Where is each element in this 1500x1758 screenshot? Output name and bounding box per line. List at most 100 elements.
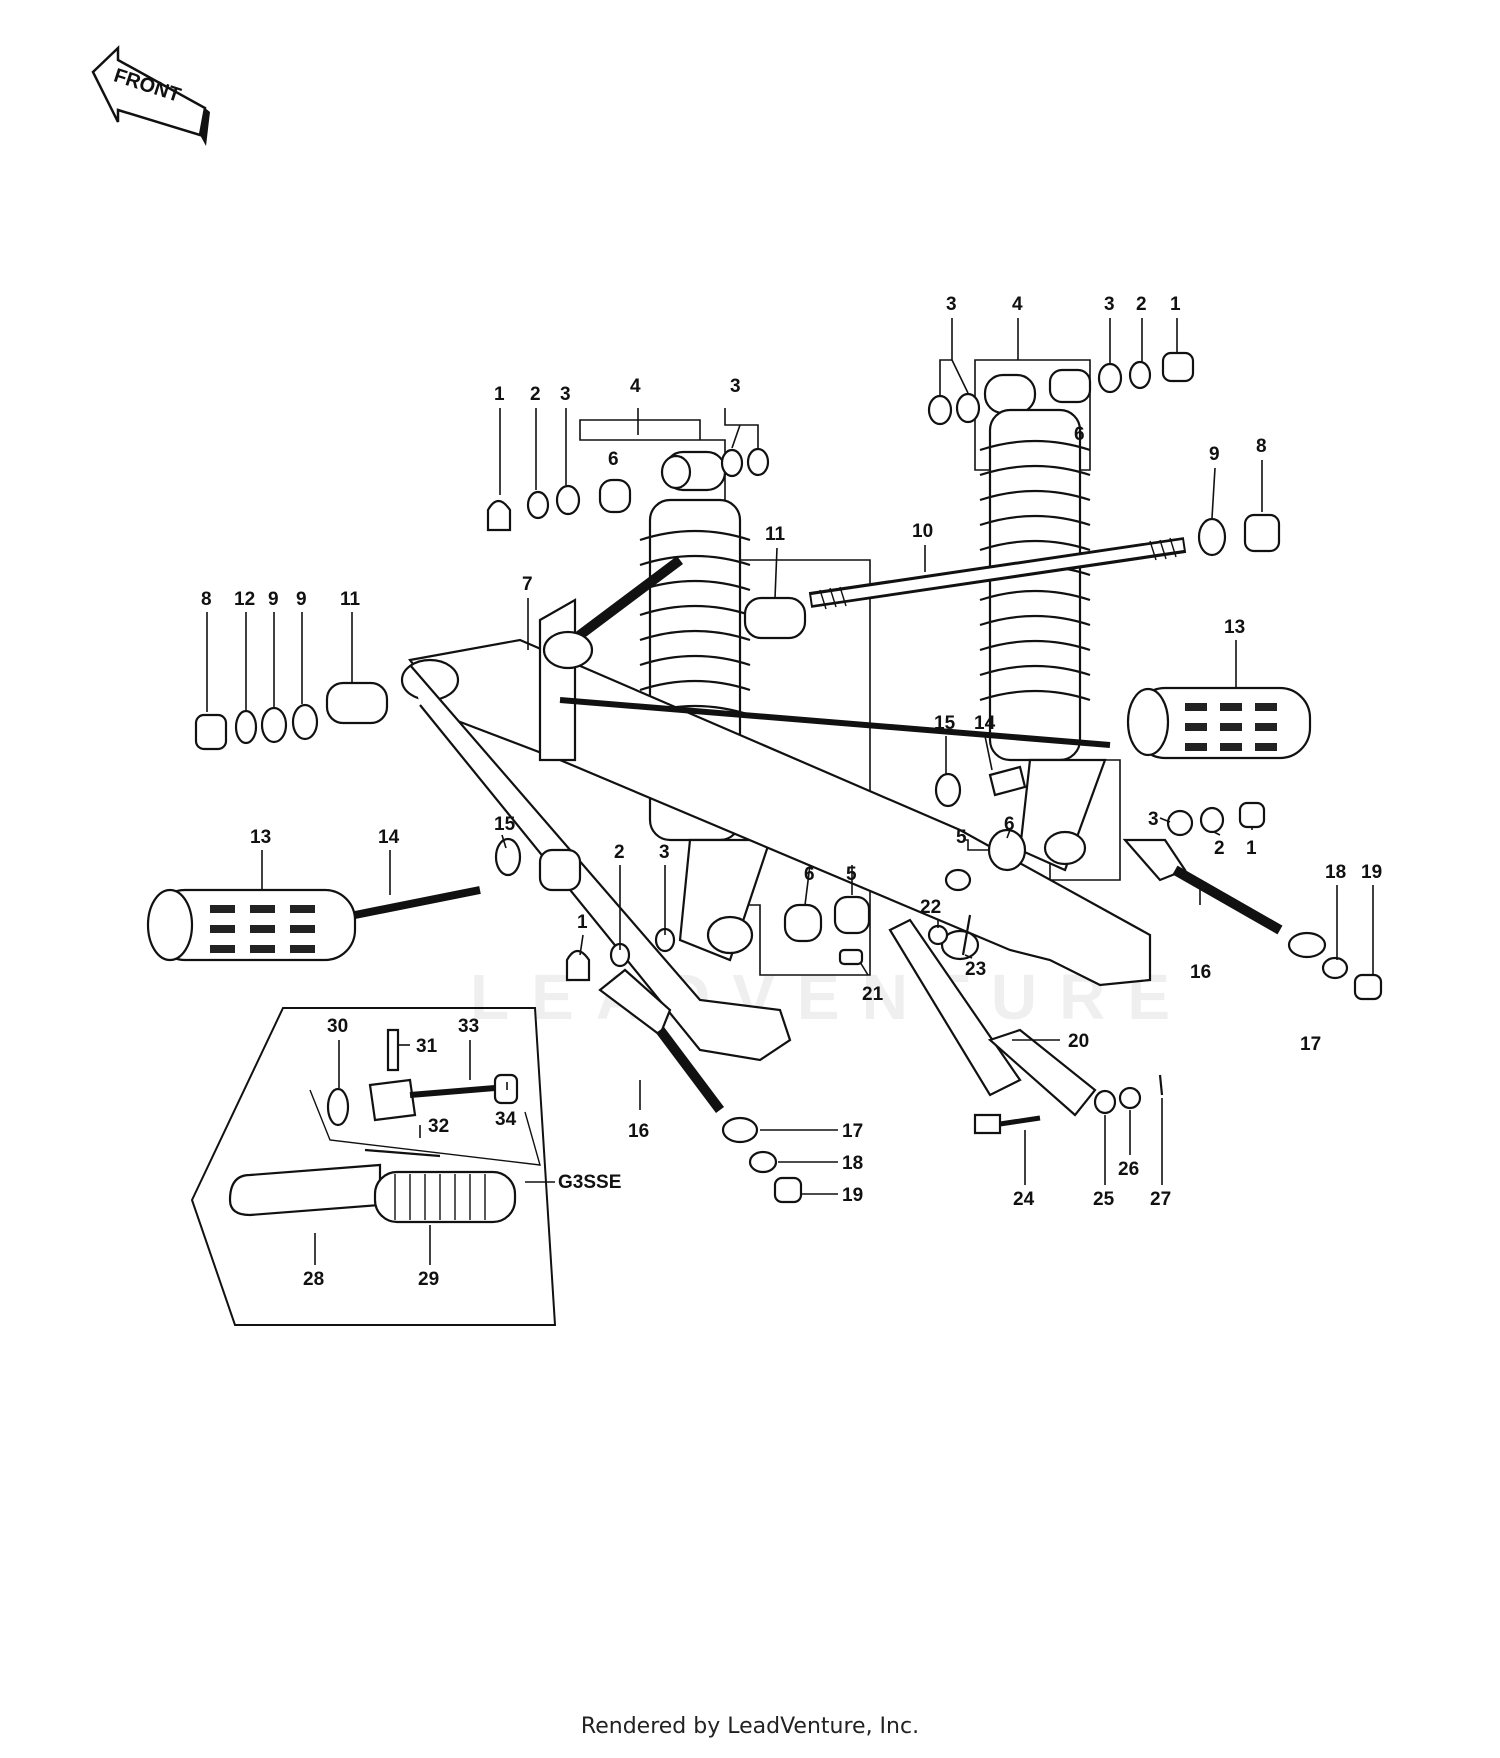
callout-17: 17 [1300, 1034, 1321, 1055]
callout-17: 17 [842, 1121, 863, 1142]
collar-icon [944, 868, 972, 892]
washer-icon [720, 448, 744, 478]
callout-3: 3 [659, 842, 670, 863]
callout-5: 5 [846, 864, 857, 885]
collar-icon [743, 596, 807, 640]
nut-icon [1161, 351, 1195, 383]
callout-2: 2 [1136, 294, 1147, 315]
callout-29: 29 [418, 1269, 439, 1290]
callout-9: 9 [296, 589, 307, 610]
callout-3: 3 [1104, 294, 1115, 315]
footrest-rubber-icon [373, 1170, 517, 1224]
washer-icon [260, 706, 288, 744]
callout-15: 15 [494, 814, 516, 835]
callout-34: 34 [495, 1109, 517, 1130]
nut-icon [1118, 1086, 1142, 1110]
right-shock-absorber [974, 359, 1121, 881]
cotter-pin-icon [1158, 1074, 1164, 1096]
torque-link [888, 918, 1022, 1097]
callout-1: 1 [577, 912, 588, 933]
washer-icon [1097, 362, 1123, 394]
bolt-icon [988, 765, 1027, 797]
callout-28: 28 [303, 1269, 324, 1290]
callout-3: 3 [560, 384, 571, 405]
callout-12: 12 [234, 589, 255, 610]
bolt-icon [973, 1113, 1002, 1135]
callout-20: 20 [1068, 1031, 1089, 1052]
callout-3: 3 [1148, 809, 1159, 830]
callout-23: 23 [965, 959, 986, 980]
callout-9: 9 [268, 589, 279, 610]
front-arrow-icon: FRONT [91, 45, 210, 146]
washer-icon [1321, 956, 1349, 980]
callout-13: 13 [250, 827, 271, 848]
callout-2: 2 [614, 842, 625, 863]
washer-icon [1197, 517, 1227, 557]
washer-icon [748, 1150, 778, 1174]
callout-27: 27 [1150, 1189, 1171, 1210]
torque-link-end [987, 1028, 1097, 1117]
callout-18: 18 [842, 1153, 863, 1174]
callout-31: 31 [416, 1036, 438, 1057]
washer-icon [1287, 931, 1327, 959]
callout-14: 14 [378, 827, 400, 848]
callout-14: 14 [974, 713, 996, 734]
callout-2: 2 [1214, 838, 1225, 859]
washer-icon [927, 394, 953, 426]
callout-16: 16 [628, 1121, 649, 1142]
callout-numbers: 1 2 3 4 3 6 3 4 3 2 1 6 9 8 10 11 8 12 9… [201, 294, 1382, 1290]
callout-8: 8 [1256, 436, 1267, 457]
collar-icon [325, 681, 389, 725]
callout-6: 6 [1004, 814, 1015, 835]
callout-24: 24 [1013, 1189, 1035, 1210]
nut-icon [1353, 973, 1383, 1001]
callout-8: 8 [201, 589, 212, 610]
callout-3: 3 [730, 376, 741, 397]
callout-32: 32 [428, 1116, 449, 1137]
cap-nut-icon [486, 499, 512, 532]
axle [808, 537, 1187, 610]
callout-9: 9 [1209, 444, 1220, 465]
callout-13: 13 [1224, 617, 1245, 638]
nut-icon [1238, 801, 1266, 829]
callout-21: 21 [862, 984, 884, 1005]
callout-25: 25 [1093, 1189, 1115, 1210]
callout-6: 6 [1074, 424, 1085, 445]
callout-2: 2 [530, 384, 541, 405]
washer-icon [1093, 1089, 1117, 1115]
callout-leaders [206, 318, 1374, 1265]
callout-11: 11 [765, 524, 786, 545]
clevis-icon [368, 1078, 417, 1122]
callout-30: 30 [327, 1016, 348, 1037]
washer-icon [291, 703, 319, 741]
callout-15: 15 [934, 713, 956, 734]
variant-label: G3SSE [558, 1172, 621, 1193]
footrest-bracket-left [598, 968, 672, 1037]
washer-icon [1199, 806, 1225, 834]
nut-icon [194, 713, 228, 751]
callout-4: 4 [1012, 294, 1023, 315]
nut-icon [773, 1176, 803, 1204]
callout-1: 1 [494, 384, 505, 405]
callout-19: 19 [1361, 862, 1382, 883]
callout-6: 6 [804, 864, 815, 885]
washer-icon [746, 447, 770, 477]
callout-5: 5 [956, 827, 967, 848]
callout-16: 16 [1190, 962, 1211, 983]
cap-nut-icon [565, 949, 591, 982]
washer-icon [1128, 360, 1152, 390]
washer-icon [721, 1116, 759, 1144]
washer-icon [555, 484, 581, 516]
callout-18: 18 [1325, 862, 1346, 883]
right-footrest [1126, 686, 1312, 760]
nut-icon [1243, 513, 1281, 553]
callout-19: 19 [842, 1185, 863, 1206]
bolt-icon [386, 1028, 400, 1072]
collar-icon [833, 895, 871, 935]
callout-7: 7 [522, 574, 533, 595]
collar-icon [1048, 368, 1092, 404]
callout-1: 1 [1170, 294, 1181, 315]
washer-icon [927, 924, 949, 946]
washer-icon [326, 1087, 350, 1127]
